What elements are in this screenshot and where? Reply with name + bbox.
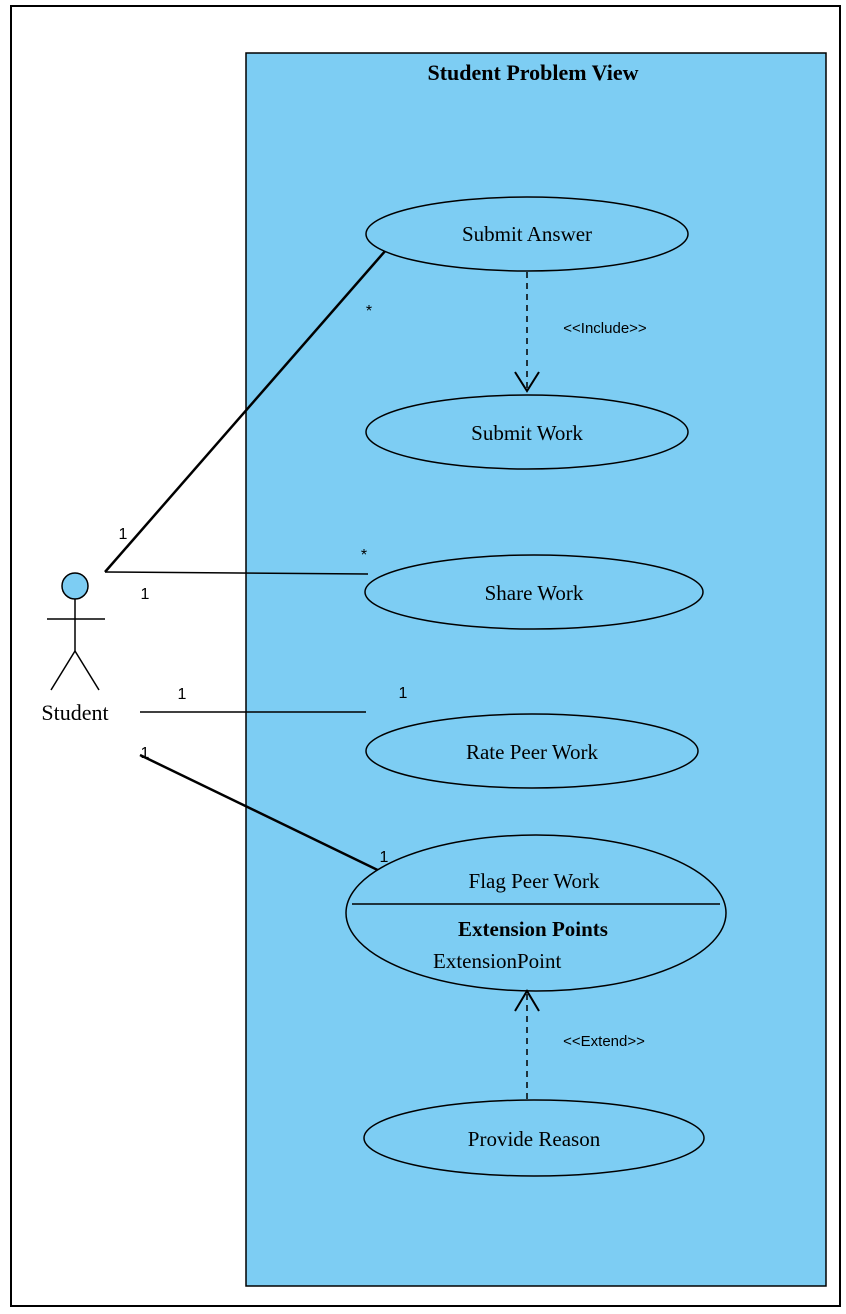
include-arrowhead [514, 371, 540, 393]
usecase-submit-work: Submit Work [365, 394, 689, 470]
actor-head [61, 572, 89, 600]
multiplicity-submit-answer-usecase: * [366, 303, 372, 320]
usecase-rate-peer-work: Rate Peer Work [365, 713, 699, 789]
extension-points-title: Extension Points [458, 917, 608, 941]
usecase-flag-peer-work-shape [345, 834, 727, 992]
usecase-submit-work-shape [365, 394, 689, 470]
usecase-flag-peer-work: Flag Peer Work Extension Points Extensio… [345, 834, 727, 992]
usecase-provide-reason: Provide Reason [363, 1099, 705, 1177]
multiplicity-flag-peer-work-actor: 1 [141, 745, 150, 762]
actor-left-leg [50, 650, 76, 691]
usecase-provide-reason-label: Provide Reason [468, 1127, 601, 1151]
multiplicity-rate-peer-work-actor: 1 [178, 686, 187, 703]
extend-arrowhead [514, 989, 540, 1012]
usecase-flag-peer-work-label: Flag Peer Work [469, 869, 600, 893]
association-share-work [104, 571, 369, 575]
usecase-submit-work-label: Submit Work [471, 421, 583, 445]
multiplicity-share-work-actor: 1 [141, 586, 150, 603]
usecase-submit-answer-label: Submit Answer [462, 222, 592, 246]
multiplicity-share-work-usecase: * [361, 547, 367, 564]
include-stereotype-label: <<Include>> [563, 320, 647, 337]
extend-stereotype-label: <<Extend>> [563, 1033, 645, 1050]
actor-label: Student [41, 700, 108, 725]
usecase-rate-peer-work-label: Rate Peer Work [466, 740, 599, 764]
multiplicity-submit-answer-actor: 1 [119, 526, 128, 543]
usecase-share-work-shape [364, 554, 704, 630]
boundary-title: Student Problem View [427, 60, 638, 85]
usecase-provide-reason-shape [363, 1099, 705, 1177]
usecase-submit-answer-shape [365, 196, 689, 272]
multiplicity-flag-peer-work-usecase: 1 [380, 849, 389, 866]
multiplicity-rate-peer-work-usecase: 1 [399, 685, 408, 702]
actor-right-leg [74, 650, 100, 691]
association-flag-peer-work [139, 753, 389, 877]
usecase-share-work-label: Share Work [485, 581, 584, 605]
usecase-rate-peer-work-shape [365, 713, 699, 789]
extension-point-item: ExtensionPoint [433, 949, 562, 973]
actor-student: Student [41, 572, 109, 725]
usecase-share-work: Share Work [364, 554, 704, 630]
association-submit-answer [104, 249, 387, 573]
usecase-submit-answer: Submit Answer [365, 196, 689, 272]
